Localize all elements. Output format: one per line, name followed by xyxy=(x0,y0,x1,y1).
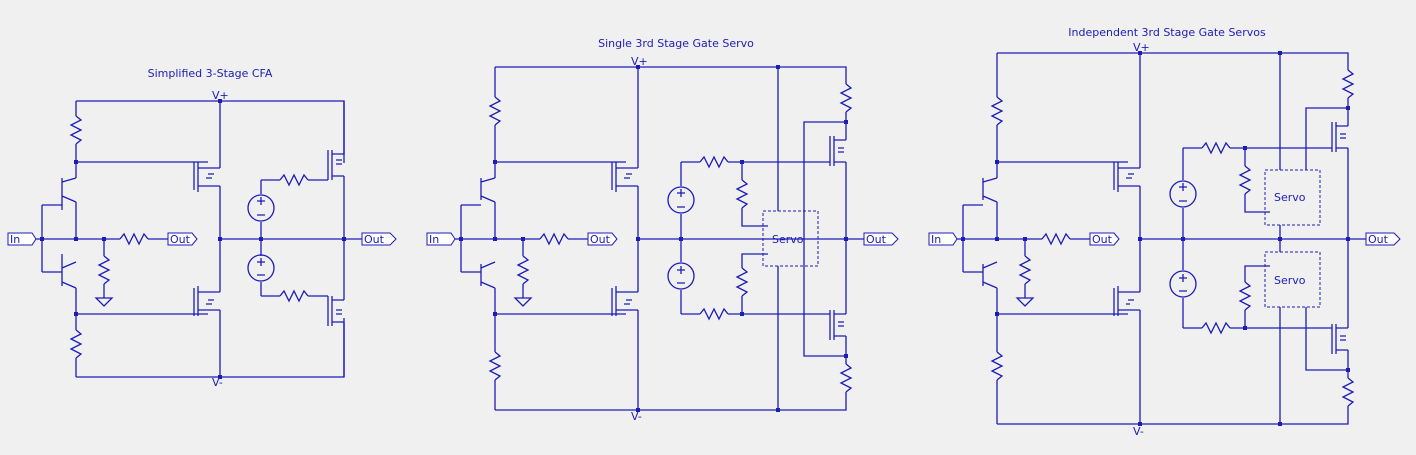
output-label-feedback: Out xyxy=(170,233,191,246)
schematic-independent-servos: Independent 3rd Stage Gate Servos V+ V- … xyxy=(928,26,1401,438)
input-label: In xyxy=(931,233,941,246)
schematic-title: Independent 3rd Stage Gate Servos xyxy=(1068,26,1266,39)
vminus-label: V- xyxy=(212,376,223,389)
servo-label: Servo xyxy=(772,233,804,246)
output-label-main: Out xyxy=(364,233,385,246)
vminus-label: V- xyxy=(1133,425,1144,438)
output-label-main: Out xyxy=(1368,233,1389,246)
schematic-simplified-cfa: Simplified 3-Stage CFA V+ V- In Out xyxy=(7,67,397,389)
schematic-title: Single 3rd Stage Gate Servo xyxy=(598,37,754,50)
schematic-single-servo: Single 3rd Stage Gate Servo V+ V- In Out xyxy=(426,37,899,423)
schematic-title: Simplified 3-Stage CFA xyxy=(148,67,273,80)
servo-label-lower: Servo xyxy=(1274,274,1306,287)
output-label-feedback: Out xyxy=(590,233,611,246)
input-label: In xyxy=(10,233,20,246)
output-label-main: Out xyxy=(866,233,887,246)
vplus-label: V+ xyxy=(631,55,648,68)
vplus-label: V+ xyxy=(212,89,229,102)
vplus-label: V+ xyxy=(1133,41,1150,54)
servo-block-upper xyxy=(1264,169,1321,226)
servo-block xyxy=(762,210,819,267)
servo-block-lower xyxy=(1264,251,1321,308)
output-label-feedback: Out xyxy=(1092,233,1113,246)
input-label: In xyxy=(429,233,439,246)
vminus-label: V- xyxy=(631,410,642,423)
servo-label-upper: Servo xyxy=(1274,191,1306,204)
